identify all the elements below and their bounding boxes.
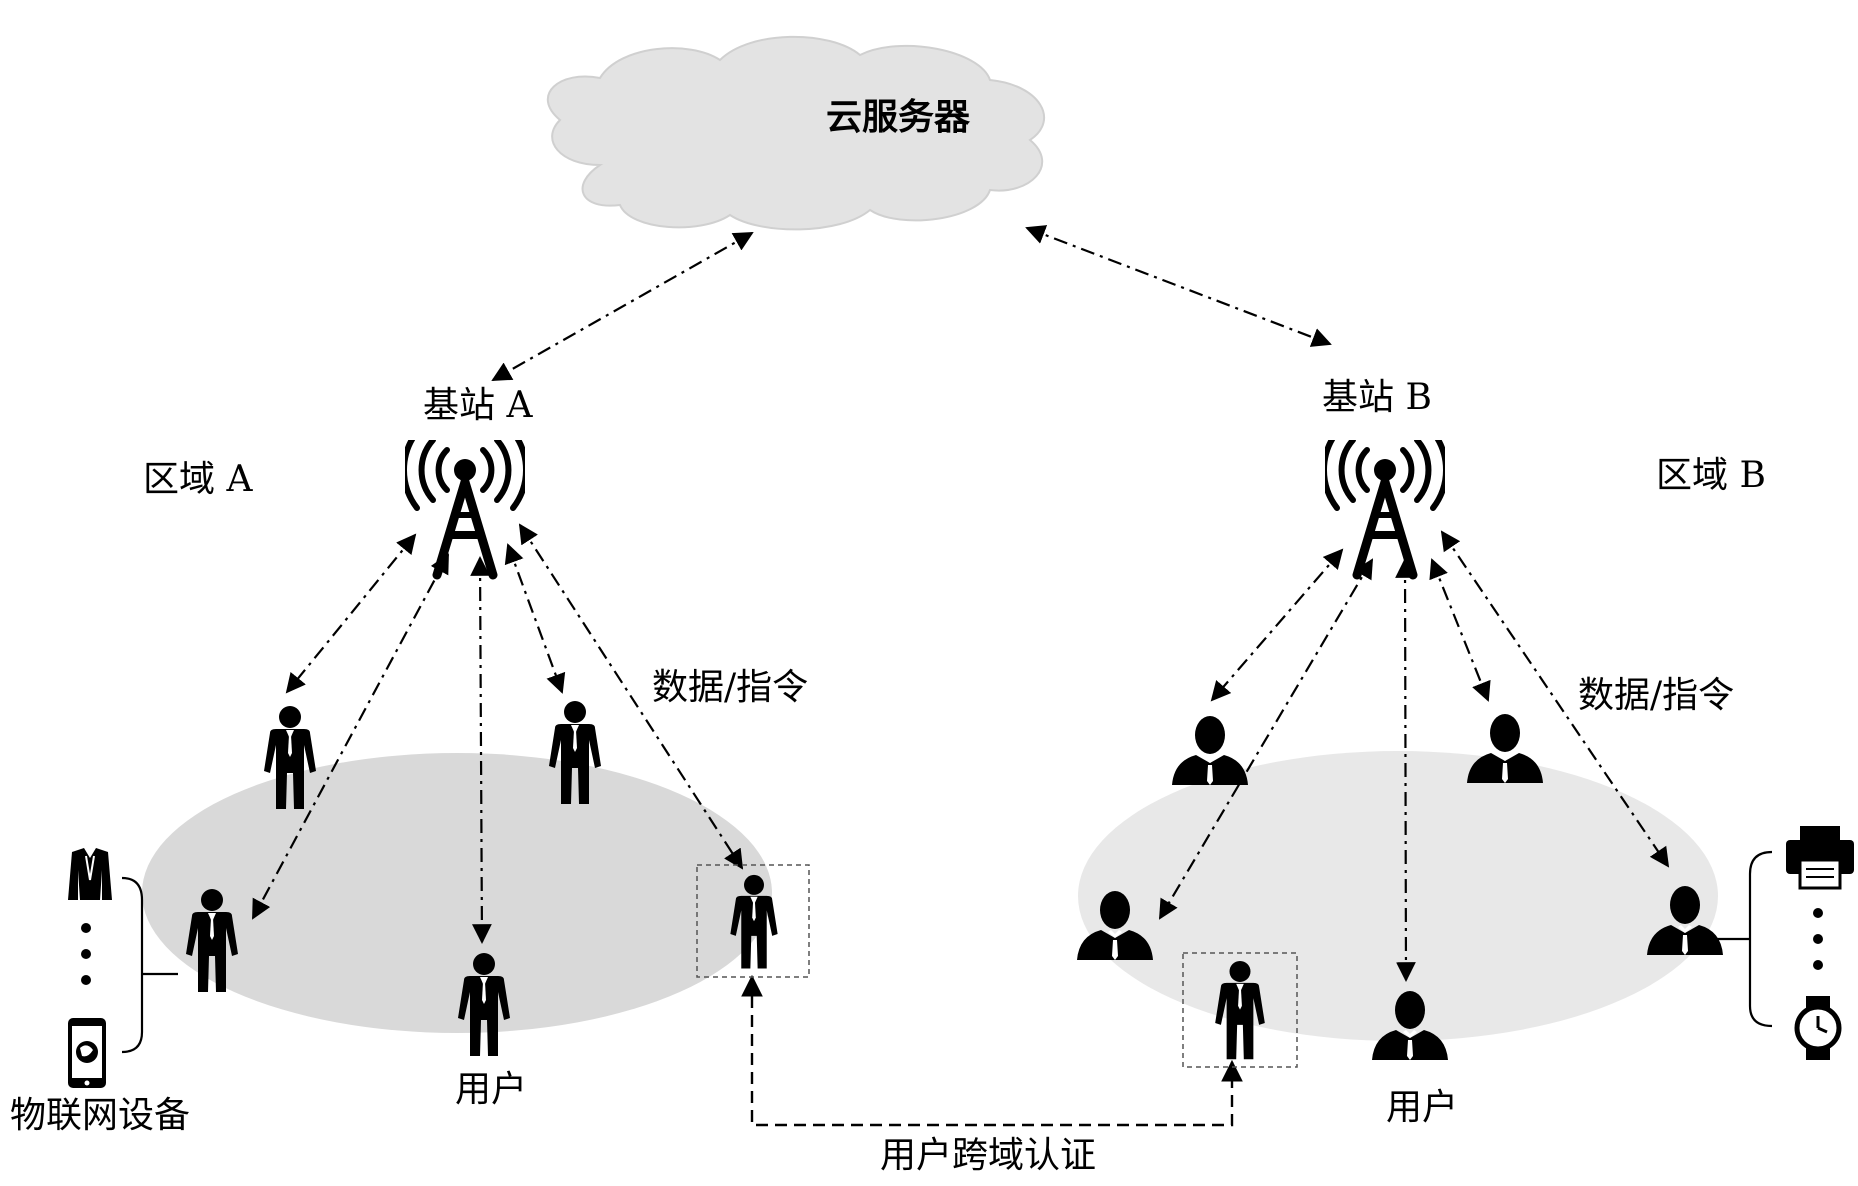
region-b-label: 区域 B [1656, 455, 1766, 496]
link-b-user5 [1440, 530, 1670, 868]
jacket-icon [68, 848, 112, 900]
smartphone-icon [68, 1018, 106, 1088]
station-a-label: 基站 A [423, 385, 533, 426]
link-cloud-station-a [491, 232, 754, 381]
link-a-user1 [285, 533, 417, 694]
iot-bracket-right [1714, 850, 1773, 1028]
user-avatar-icon [1467, 714, 1543, 783]
iot-device-label: 物联网设备 [10, 1095, 191, 1136]
link-a-user3 [470, 556, 492, 944]
link-b-user1 [1210, 548, 1344, 702]
link-a-user2 [252, 553, 449, 920]
iot-bracket-left [121, 876, 178, 1054]
cloud-server-label: 云服务器 [826, 97, 971, 138]
users-label-a: 用户 [455, 1069, 528, 1110]
data-command-label-a: 数据/指令 [652, 667, 809, 708]
smartwatch-icon [1794, 996, 1842, 1060]
cross-domain-auth-label: 用户跨域认证 [880, 1135, 1097, 1176]
station-b-label: 基站 B [1322, 377, 1432, 418]
cloud-icon [546, 35, 1046, 231]
link-a-user5 [518, 523, 744, 870]
highlight-box-b [1182, 952, 1298, 1068]
signal-tower-icon [1324, 432, 1446, 575]
link-b-user2 [1158, 558, 1374, 920]
users-label-b: 用户 [1386, 1087, 1459, 1128]
link-b-user3 [1395, 558, 1416, 982]
link-cloud-station-b [1025, 225, 1332, 347]
cross-domain-path [741, 974, 1243, 1127]
region-a-area [142, 753, 772, 1033]
highlight-box-a [696, 864, 810, 978]
signal-tower-icon [404, 432, 526, 575]
link-a-user4 [504, 543, 566, 694]
data-command-label-b: 数据/指令 [1578, 675, 1735, 716]
region-a-label: 区域 A [143, 459, 253, 500]
user-avatar-icon [1172, 716, 1248, 785]
printer-icon [1786, 826, 1854, 890]
link-b-user4 [1429, 558, 1491, 702]
